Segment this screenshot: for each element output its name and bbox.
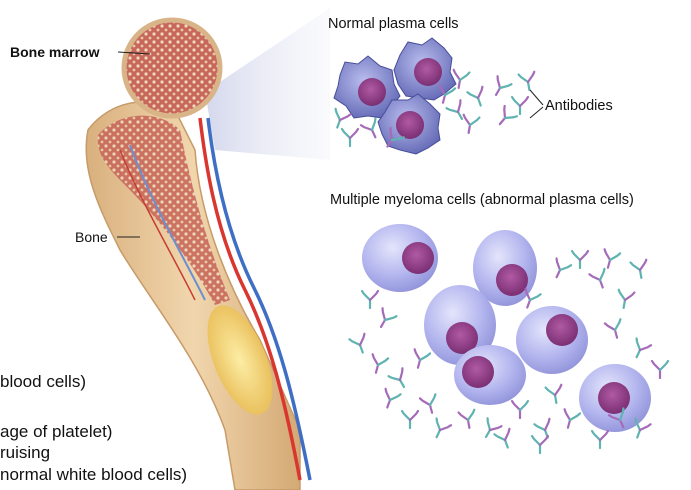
antibody-icon <box>629 258 648 279</box>
antibody-icon <box>617 288 636 309</box>
antibodies-leader <box>529 89 544 106</box>
antibody-icon <box>413 348 432 369</box>
normal-plasma-cell <box>393 37 457 101</box>
antibody-icon <box>386 126 405 148</box>
antibody-icon <box>603 248 622 269</box>
antibody-icon <box>359 117 377 139</box>
normal-plasma-cell <box>333 55 401 119</box>
antibody-icon <box>607 407 625 429</box>
bone-marrow-leader <box>117 51 151 55</box>
myeloma-cell <box>362 224 438 292</box>
myeloma-cell <box>473 230 537 306</box>
yellow-marrow <box>207 305 273 415</box>
antibody-icon <box>563 408 582 429</box>
myeloma-cell <box>516 306 588 374</box>
bone-label: Bone <box>75 229 108 245</box>
antibody-icon <box>588 267 606 289</box>
antibody-icon <box>533 417 551 439</box>
antibody-icon <box>494 75 513 97</box>
myeloma-cell <box>579 364 651 432</box>
antibody-icon <box>493 427 511 449</box>
antibodies-label: Antibodies <box>545 98 613 114</box>
antibody-icon <box>524 287 542 309</box>
bone-head <box>121 17 223 119</box>
antibody-icon <box>635 337 653 359</box>
antibody-icon <box>466 85 484 107</box>
antibody-icon <box>384 387 402 409</box>
antibody-icon <box>340 127 360 148</box>
antibody-icon <box>334 107 352 129</box>
antibody-icon <box>510 95 530 116</box>
zoom-beam <box>205 8 330 160</box>
antibody-icon <box>498 104 519 126</box>
normal-plasma-cells-label: Normal plasma cells <box>328 16 459 32</box>
side-text-line-3: ruising <box>0 443 51 462</box>
antibody-icon <box>650 359 670 380</box>
antibody-icon <box>445 99 464 121</box>
myeloma-cells-label: Multiple myeloma cells (abnormal plasma … <box>330 192 634 208</box>
antibody-icon <box>400 409 420 430</box>
antibody-icon <box>510 399 530 420</box>
antibody-icon <box>438 83 457 104</box>
antibody-icon <box>435 417 453 439</box>
antibody-icon <box>462 113 481 134</box>
antibody-group <box>334 68 670 455</box>
antibody-icon <box>371 353 390 374</box>
myeloma-cell <box>424 285 496 365</box>
antibody-icon <box>452 68 471 89</box>
myeloma-cell <box>454 345 526 405</box>
inner-vessel <box>129 144 206 301</box>
antibody-icon <box>544 383 563 404</box>
antibody-icon <box>457 408 476 429</box>
antibody-icon <box>590 429 610 450</box>
side-text-line-2: age of platelet) <box>0 422 113 441</box>
bone-marrow-region <box>97 115 230 305</box>
antibody-icon <box>379 307 398 329</box>
antibody-icon <box>348 332 366 354</box>
artery <box>198 117 302 481</box>
antibody-icon <box>517 70 536 91</box>
antibody-icon <box>360 289 380 310</box>
antibody-icon <box>530 434 550 455</box>
vein <box>206 117 312 481</box>
bone-marrow-label: Bone marrow <box>10 44 100 60</box>
antibody-icon <box>418 393 437 414</box>
antibody-icon <box>387 367 406 389</box>
antibody-icon <box>603 318 622 339</box>
antibody-icon <box>555 257 573 279</box>
antibody-icon <box>634 417 652 439</box>
side-text-line-1: blood cells) <box>0 372 86 391</box>
antibodies-leader <box>529 106 544 119</box>
antibody-icon <box>570 249 590 270</box>
antibody-icon <box>484 417 503 439</box>
side-text-line-4: normal white blood cells) <box>0 465 188 484</box>
inner-vessel-red <box>119 149 196 301</box>
